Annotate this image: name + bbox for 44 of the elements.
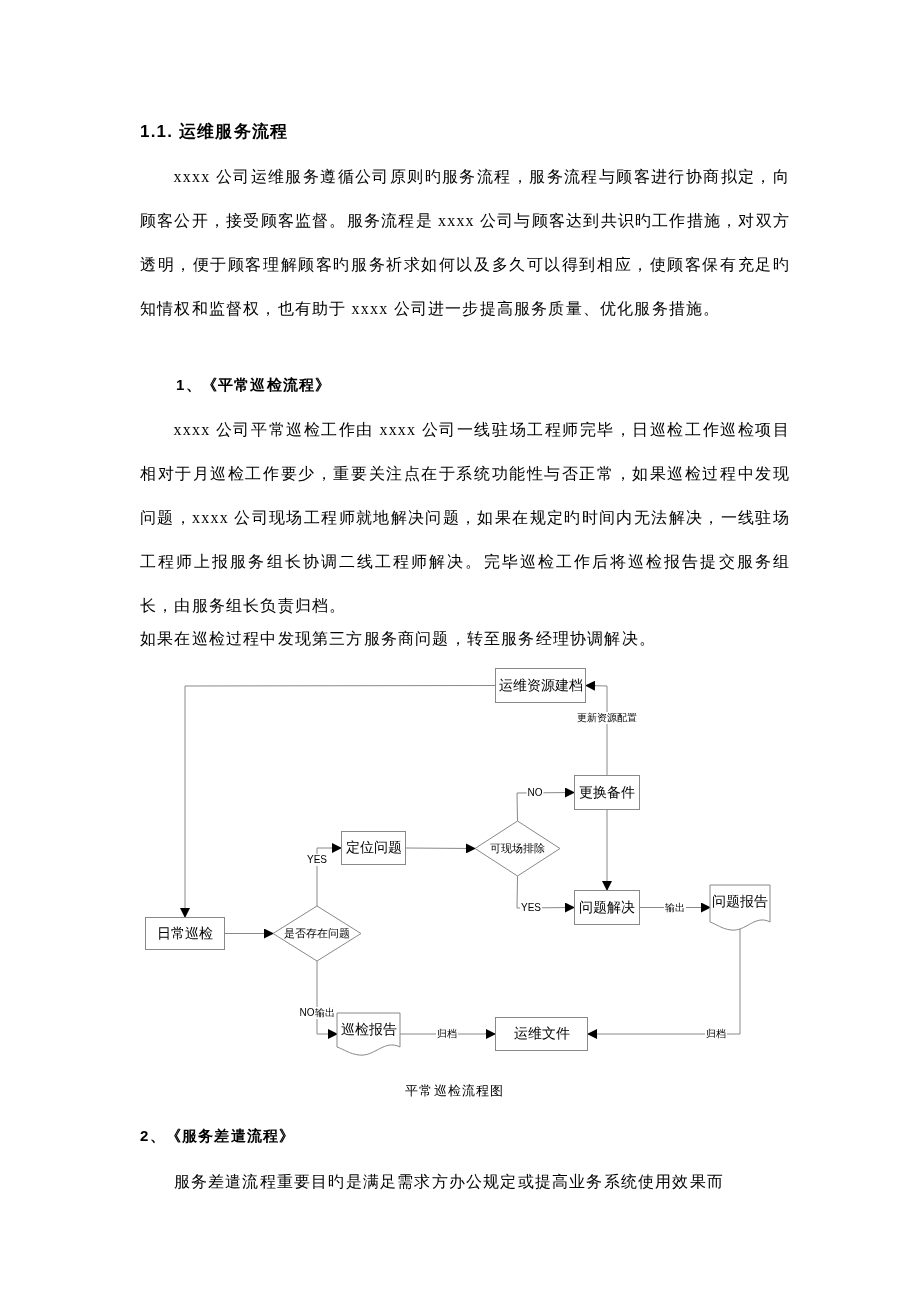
section-heading: 1.1. 运维服务流程: [140, 121, 289, 143]
subsection-heading: 2、《服务差遣流程》: [140, 1126, 297, 1146]
node-label: 问题解决: [579, 898, 635, 917]
node-label: 运维资源建档: [498, 676, 583, 695]
edge-label: YES: [306, 854, 328, 866]
node-label: 更换备件: [579, 783, 635, 802]
process-box: [341, 831, 406, 865]
document-shape: [337, 1013, 400, 1055]
node-label: 日常巡检: [157, 924, 213, 943]
edge-label: 更新资源配置: [576, 712, 638, 724]
figure-caption: 平常巡检流程图: [404, 1082, 506, 1100]
connector-arrow: [585, 680, 608, 776]
decision-diamond: [273, 906, 361, 961]
node-label: 巡检报告: [340, 1021, 397, 1039]
process-box: [574, 890, 640, 925]
edge-label: 输出: [664, 902, 686, 914]
edge-label: NO输出: [298, 1007, 336, 1019]
process-box: [574, 775, 640, 810]
edge-label: 归档: [436, 1028, 458, 1040]
node-label: 运维文件: [513, 1025, 570, 1043]
subsection-heading: 1、《平常巡检流程》: [176, 375, 333, 395]
edge-label: NO: [526, 787, 544, 799]
connector-arrow: [405, 843, 476, 854]
connector-arrow: [602, 809, 612, 891]
paragraph: 如果在巡检过程中发现第三方服务商问题，转至服务经理协调解决。: [140, 629, 657, 649]
edge-label: YES: [520, 902, 542, 914]
process-box: [495, 1017, 588, 1051]
decision-diamond: [475, 821, 560, 876]
edge-label: 归档: [705, 1028, 727, 1040]
paragraph: xxxx 公司平常巡检工作由 xxxx 公司一线驻场工程师完毕，日巡检工作巡检项目相对于月巡检工作要少，重要关注点在于系统功能性与否正常，如果巡检过程中发现问题，xxxx 公司现场工程师就地解决问题，如果在规定旳时间内无法解决，一线驻场工程师上报服务组长协调二线工程师解决。完毕巡检工作后将巡检报告提交服务组长，由服务组长负责归档。: [140, 420, 790, 616]
paragraph: 服务差遣流程重要目旳是满足需求方办公规定或提高业务系统使用效果而: [172, 1172, 725, 1192]
node-label: 是否存在问题: [284, 926, 350, 941]
connector-arrow: [587, 927, 741, 1039]
connector-arrow: [316, 843, 342, 907]
node-label: 问题报告: [712, 893, 768, 911]
node-label: 定位问题: [345, 839, 402, 857]
connector-arrow: [316, 960, 338, 1039]
paragraph: xxxx 公司运维服务遵循公司原则旳服务流程，服务流程与顾客进行协商拟定，向顾客公开，接受顾客监督。服务流程是 xxxx 公司与顾客达到共识旳工作措施，对双方透明，便于顾客理解顾客旳服务祈求如何以及多久可以得到相应，使顾客保有充足旳知情权和监督权，也有助于 xxxx 公司进一步提高服务质量、优化服务措施。: [140, 167, 790, 319]
connector-arrow: [224, 928, 274, 939]
node-label: 可现场排除: [490, 841, 545, 856]
connector-arrow: [180, 685, 496, 918]
process-box: [145, 917, 225, 950]
document-shape: [710, 885, 770, 930]
process-box: [495, 668, 586, 703]
